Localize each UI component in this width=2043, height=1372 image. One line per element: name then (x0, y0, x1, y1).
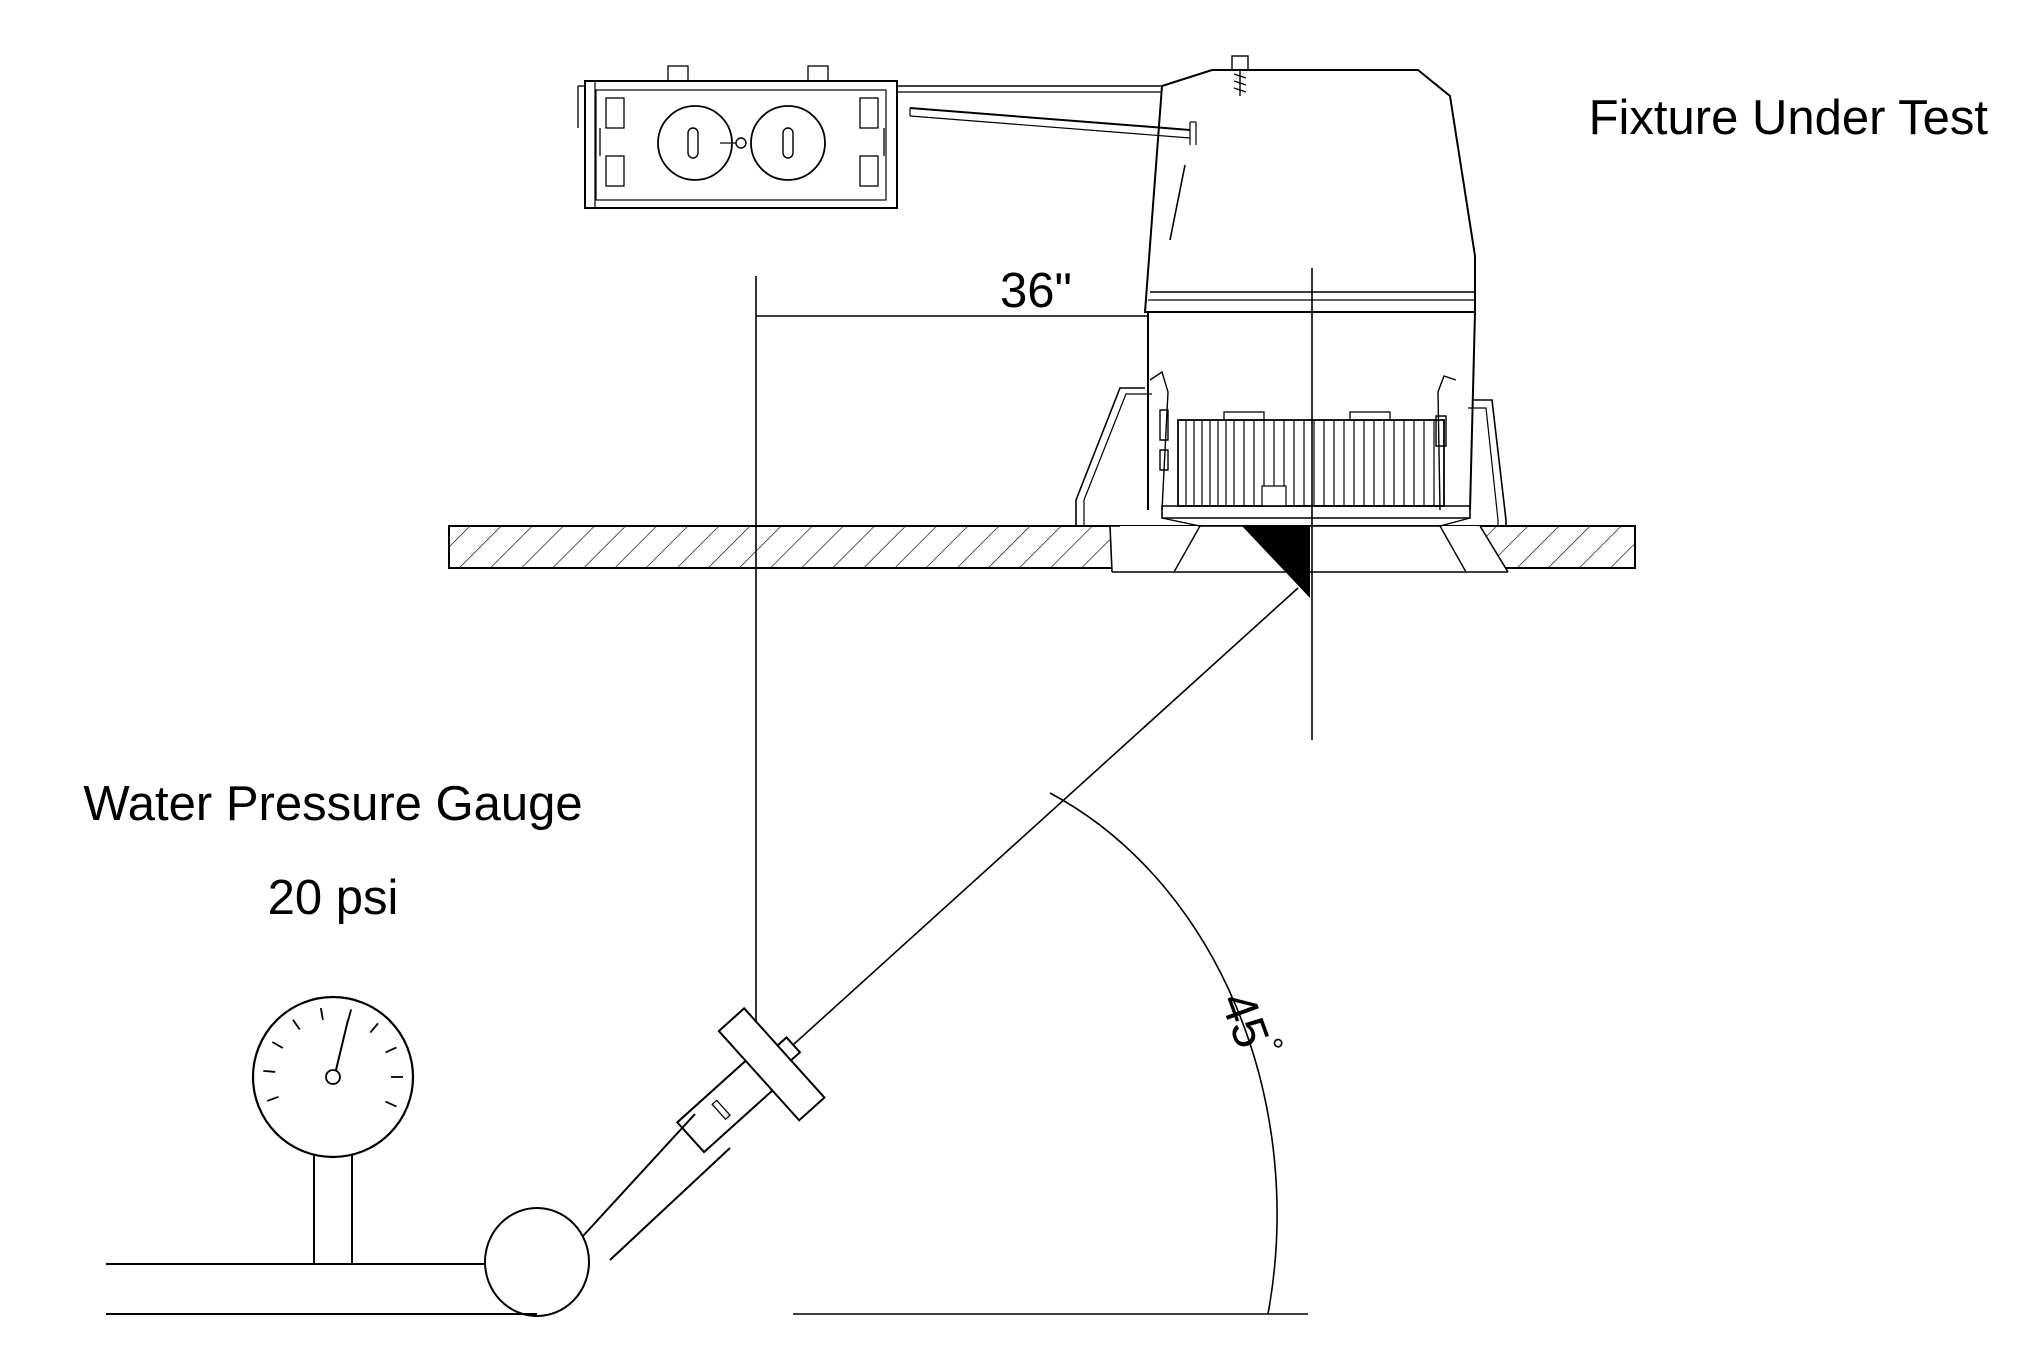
gauge-reading-label: 20 psi (268, 871, 399, 925)
valve-ball (484, 1207, 590, 1317)
distance-label: 36" (1000, 264, 1072, 318)
pressure-gauge-icon (251, 995, 415, 1159)
junction-box (577, 65, 898, 209)
recessed-fixture (577, 55, 1507, 573)
led-module-heatsink (1177, 411, 1445, 507)
spray-nozzle (484, 1006, 826, 1317)
supply-pipe (106, 1155, 537, 1315)
gauge-name-label: Water Pressure Gauge (83, 777, 582, 831)
screw-icon (1231, 55, 1249, 96)
ceiling-slab (448, 525, 1636, 573)
impact-point-marker (1242, 526, 1310, 598)
duplex-outlet-icon (657, 105, 826, 181)
fixture-label: Fixture Under Test (1589, 91, 1989, 145)
angle-label: 45 ° (1210, 985, 1291, 1057)
reference-lines (755, 268, 1313, 1315)
